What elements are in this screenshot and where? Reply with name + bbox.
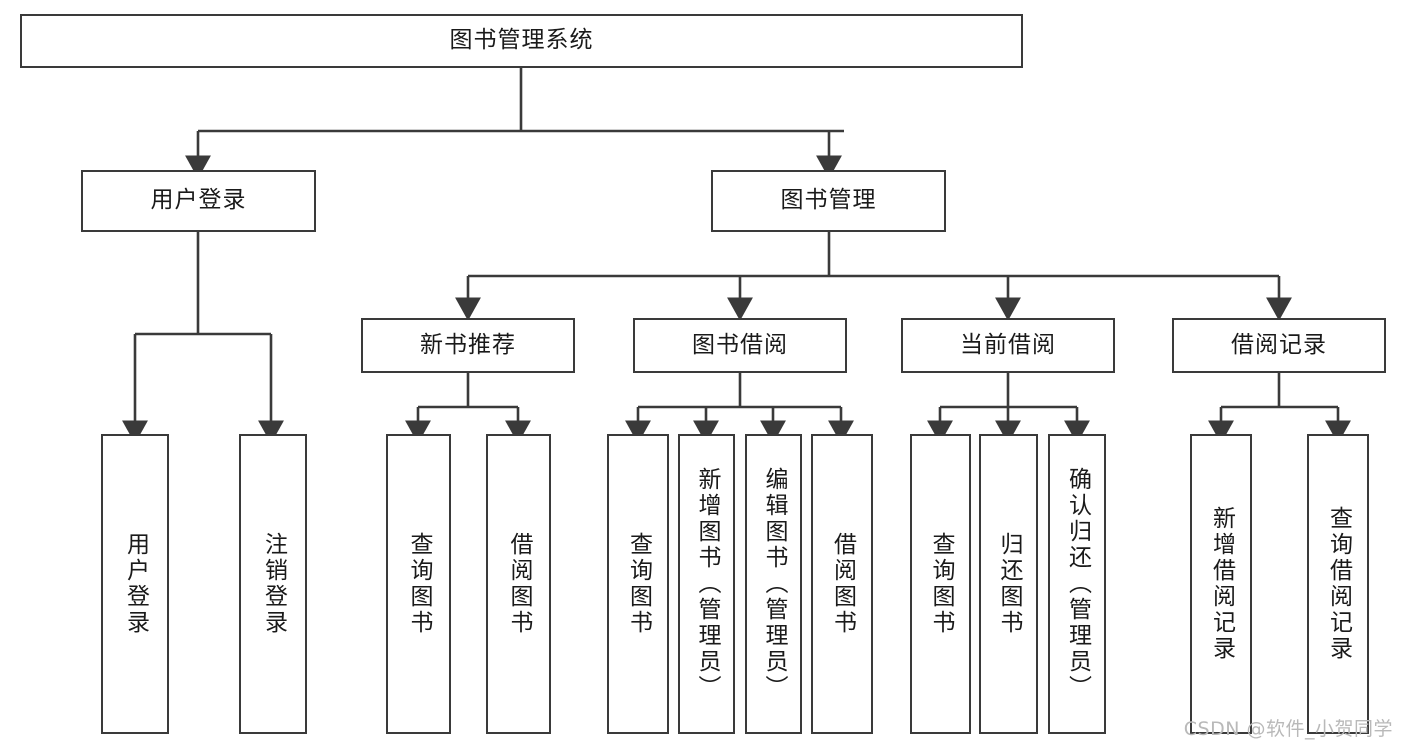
- leaf-current-borrow-query-book[interactable]: 查询图书: [910, 434, 971, 734]
- node-label: 图书管理系统: [449, 27, 594, 54]
- node-label: 查询图书: [625, 532, 652, 636]
- node-label: 新增借阅记录: [1208, 506, 1235, 662]
- node-user-login[interactable]: 用户登录: [81, 170, 316, 232]
- node-label: 查询图书: [406, 532, 432, 636]
- node-label: 新书推荐: [420, 331, 516, 358]
- node-label: 借阅图书: [506, 532, 532, 636]
- node-book-management[interactable]: 图书管理: [711, 170, 946, 232]
- node-book-borrow[interactable]: 图书借阅: [633, 318, 847, 373]
- node-label: 用户登录: [150, 187, 247, 214]
- node-label: 查询借阅记录: [1325, 506, 1352, 662]
- leaf-new-book-borrow-book[interactable]: 借阅图书: [486, 434, 551, 734]
- node-label: 编辑图书（管理员）: [761, 467, 787, 701]
- leaf-borrow-record-add-record[interactable]: 新增借阅记录: [1190, 434, 1252, 734]
- leaf-book-borrow-borrow-book[interactable]: 借阅图书: [811, 434, 873, 734]
- leaf-user-login-login[interactable]: 用户登录: [101, 434, 169, 734]
- leaf-borrow-record-query-record[interactable]: 查询借阅记录: [1307, 434, 1369, 734]
- node-label: 图书借阅: [692, 331, 788, 358]
- leaf-book-borrow-add-book-admin[interactable]: 新增图书（管理员）: [678, 434, 735, 734]
- node-label: 图书管理: [780, 187, 877, 214]
- leaf-current-borrow-confirm-return-admin[interactable]: 确认归还（管理员）: [1048, 434, 1106, 734]
- node-label: 当前借阅: [960, 331, 1056, 358]
- leaf-current-borrow-return-book[interactable]: 归还图书: [979, 434, 1038, 734]
- leaf-book-borrow-edit-book-admin[interactable]: 编辑图书（管理员）: [745, 434, 802, 734]
- node-label: 新增图书（管理员）: [694, 467, 720, 701]
- watermark-text: CSDN @软件_小贺同学: [1183, 718, 1393, 740]
- node-borrow-record[interactable]: 借阅记录: [1172, 318, 1386, 373]
- leaf-user-login-logout[interactable]: 注销登录: [239, 434, 307, 734]
- node-root-book-management-system[interactable]: 图书管理系统: [20, 14, 1023, 68]
- node-label: 用户登录: [122, 532, 149, 636]
- node-label: 借阅图书: [829, 532, 856, 636]
- node-label: 查询图书: [928, 532, 954, 636]
- leaf-new-book-query-book[interactable]: 查询图书: [386, 434, 451, 734]
- node-current-borrow[interactable]: 当前借阅: [901, 318, 1115, 373]
- node-label: 注销登录: [260, 532, 287, 636]
- node-label: 归还图书: [996, 532, 1022, 636]
- leaf-book-borrow-query-book[interactable]: 查询图书: [607, 434, 669, 734]
- node-label: 借阅记录: [1231, 331, 1327, 358]
- node-new-book-recommend[interactable]: 新书推荐: [361, 318, 575, 373]
- node-label: 确认归还（管理员）: [1064, 467, 1091, 701]
